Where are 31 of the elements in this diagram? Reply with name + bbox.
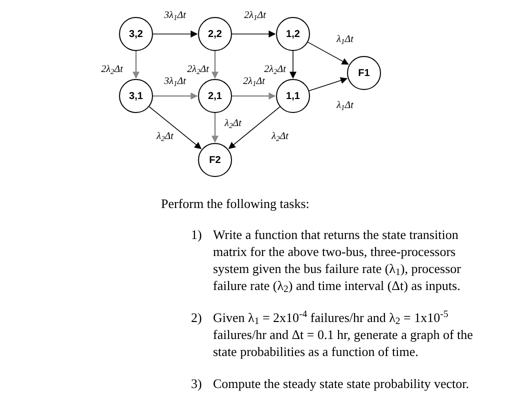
- edge-label: λ$_{2}$Δt: [270, 132, 290, 142]
- edge-label: λ$_{2}$Δt: [156, 132, 174, 142]
- edge-label: λ$_{2}$Δt: [224, 119, 242, 129]
- task-text: Given λ$_{1}$ = 2x10$^{-4}$ failures/hr and λ$_{2}$ = 1x10$^{-5}$ failures/hr and Δt = 0.1 hr, generate a graph of the state probabilities as a function of time.: [213, 309, 474, 360]
- arrow: [212, 51, 218, 79]
- arrow: [308, 42, 349, 65]
- edge-label: λ$_{1}$Δt: [336, 35, 354, 45]
- arrow: [132, 51, 140, 79]
- instruction-text: Perform the following tasks:: [161, 195, 310, 212]
- item-number: 3): [191, 375, 203, 392]
- item-number: 1): [191, 226, 203, 244]
- edge-label: 2λ$_{2}$Δt: [263, 65, 287, 75]
- edge-label: 2λ$_{1}$Δt: [242, 77, 266, 87]
- task-text: Write a function that returns the state transition matrix for the above two-bus, three-processors system given the bus failure rate (λ$_{1}$), processor failure rate (λ$_{2}$) and time interval (Δt) as inputs.: [213, 226, 462, 294]
- edge-label: 2λ$_{2}$Δt: [100, 65, 124, 75]
- arrow: [290, 50, 296, 79]
- arrow: [232, 30, 276, 38]
- arrow: [153, 92, 198, 100]
- arrow: [148, 106, 202, 150]
- edge-label: 3λ$_{1}$Δt: [163, 77, 187, 87]
- arrow: [212, 113, 218, 143]
- arrow: [152, 30, 198, 38]
- edge-label: 2λ$_{2}$Δt: [186, 65, 210, 75]
- task-text: Compute the steady state state probability vector.: [213, 375, 470, 392]
- item-number: 2): [191, 309, 203, 327]
- arrow: [232, 92, 276, 100]
- arrow: [228, 106, 280, 150]
- edge-label: 3λ$_{1}$Δt: [163, 11, 187, 21]
- arrow: [308, 77, 348, 92]
- edge-label: λ$_{1}$Δt: [336, 101, 354, 111]
- edge-label: 2λ$_{1}$Δt: [243, 11, 267, 21]
